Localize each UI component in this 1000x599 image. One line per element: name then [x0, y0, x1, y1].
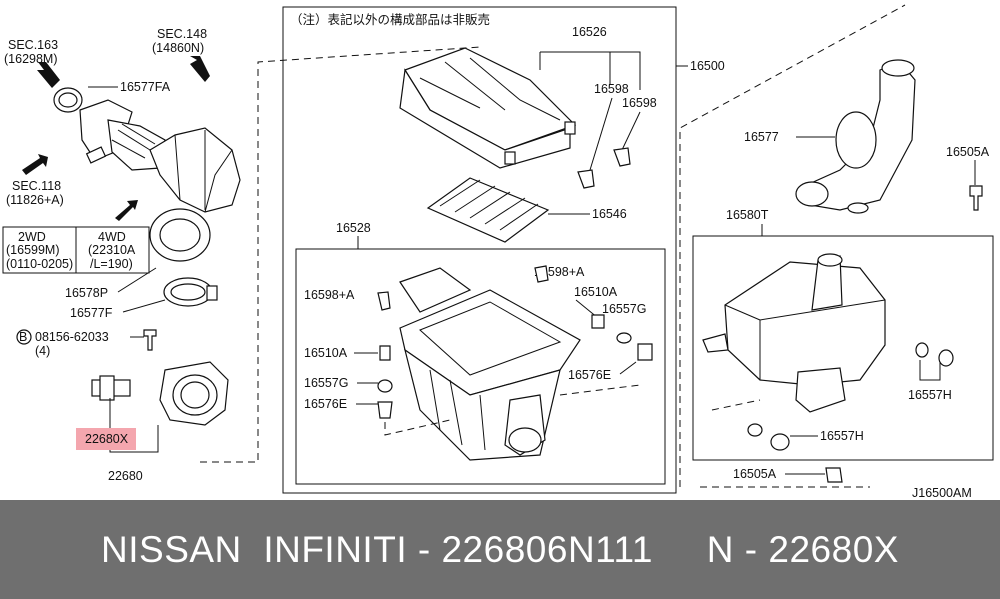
arrow-icon: [190, 56, 210, 82]
part-16500: 16500: [690, 59, 725, 73]
part-16505A-bottom: 16505A: [733, 467, 777, 481]
part-16510A-left: 16510A: [304, 346, 348, 360]
wd2-label: 2WD: [18, 230, 46, 244]
part-22680: 22680: [108, 469, 143, 483]
part-16576E-left: 16576E: [304, 397, 347, 411]
bolt-group: B 08156-62033 (4): [16, 329, 157, 358]
sec148-sub: (14860N): [152, 41, 204, 55]
part-16557G-left: 16557G: [304, 376, 348, 390]
part-16557H-bottom: 16557H: [820, 429, 864, 443]
part-16510A-right: 16510A: [574, 285, 618, 299]
part-22680X: 22680X: [85, 432, 129, 446]
part-16577FA: 16577FA: [120, 80, 171, 94]
part-16557H-right: 16557H: [908, 388, 952, 402]
part-16598A-left: 16598+A: [304, 288, 355, 302]
drive-variant-box: 2WD (16599M) (0110-0205) 4WD (22310A /L=…: [2, 226, 150, 274]
part-16578P: 16578P: [65, 286, 108, 300]
maf-sensor-group: 22680X 22680: [76, 361, 229, 483]
resonator-group: 16577 16505A 16580T 16557H 16557H 16505A…: [702, 59, 990, 500]
bolt-part: 08156-62033: [35, 330, 109, 344]
wd4-range: /L=190): [90, 257, 133, 271]
bolt-code: B: [19, 330, 27, 344]
sec148-label: SEC.148: [157, 27, 207, 41]
part-16528: 16528: [336, 221, 371, 235]
part-16505A-top: 16505A: [946, 145, 990, 159]
sec118-sub: (11826+A): [6, 193, 64, 207]
part-16580T: 16580T: [726, 208, 769, 222]
arrow-icon: [37, 62, 60, 88]
air-cleaner-frame: [282, 6, 677, 494]
air-cleaner-lower: 16528 16598+A 16598+A 16510A 16557G 1651…: [304, 221, 653, 461]
arrow-icon: [22, 154, 48, 175]
wd2-range: (0110-0205): [6, 257, 73, 271]
dashed-guide-lines: [200, 4, 906, 488]
section-refs: SEC.163 (16298M) SEC.148 (14860N) SEC.11…: [4, 27, 210, 221]
part-number-text: NISSAN INFINITI - 226806N111 N - 22680X: [101, 528, 899, 570]
wd4-label: 4WD: [98, 230, 126, 244]
part-16577: 16577: [744, 130, 779, 144]
part-number-banner: NISSAN INFINITI - 226806N111 N - 22680X: [0, 500, 1000, 599]
part-16557G-right: 16557G: [602, 302, 646, 316]
air-cleaner-upper: （注）表記以外の構成部品は非販売 16526 16500 16598 16598…: [290, 12, 725, 243]
sec118-label: SEC.118: [12, 179, 61, 193]
sec163-label: SEC.163: [8, 38, 58, 52]
part-16526: 16526: [572, 25, 607, 39]
part-16598-a: 16598: [594, 82, 629, 96]
part-16546: 16546: [592, 207, 627, 221]
part-16598-b: 16598: [622, 96, 657, 110]
bolt-qty: (4): [35, 344, 50, 358]
hose-group: 16578P 16577F: [65, 208, 218, 320]
lower-case-frame: [295, 248, 666, 485]
arrow-icon: [115, 200, 138, 221]
resonator-frame: [692, 235, 994, 461]
highlight-22680X: [76, 428, 136, 450]
parts-diagram: SEC.163 (16298M) SEC.148 (14860N) SEC.11…: [2, 4, 994, 500]
wd2-part: (16599M): [6, 243, 60, 257]
wd4-part: (22310A: [88, 243, 136, 257]
intake-duct-group: 16577FA: [53, 80, 241, 213]
note-text: （注）表記以外の構成部品は非販売: [290, 12, 490, 27]
part-16577F: 16577F: [70, 306, 113, 320]
reference-code: J16500AM: [912, 486, 972, 500]
part-16576E-right: 16576E: [568, 368, 611, 382]
sec163-sub: (16298M): [4, 52, 58, 66]
